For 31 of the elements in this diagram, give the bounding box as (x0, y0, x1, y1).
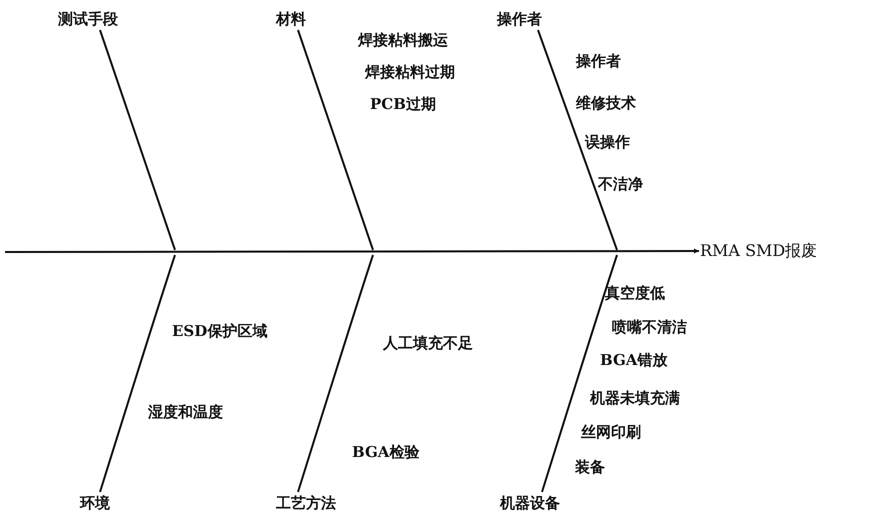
cause-label: 人工填充不足 (383, 334, 473, 352)
cause-label: BGA错放 (600, 351, 668, 369)
cause-label: 喷嘴不清洁 (612, 318, 687, 336)
bone-line (297, 254, 374, 492)
bone-line (99, 254, 176, 492)
category-label: 材料 (276, 10, 306, 28)
cause-label: 误操作 (585, 133, 630, 151)
bone-line (99, 30, 176, 250)
effect-label: RMA SMD报废 (700, 242, 818, 260)
cause-label: 机器未填充满 (590, 389, 680, 407)
spine-arrow (5, 248, 699, 254)
cause-label: 焊接粘料搬运 (358, 31, 448, 49)
bone-line (541, 254, 618, 492)
category-label: 操作者 (497, 10, 542, 28)
cause-label: 装备 (575, 458, 605, 476)
cause-label: 焊接粘料过期 (365, 63, 455, 81)
cause-label: 维修技术 (576, 94, 636, 112)
cause-label: 丝网印刷 (581, 423, 641, 441)
cause-label: 湿度和温度 (148, 403, 223, 421)
category-label: 工艺方法 (276, 494, 336, 512)
cause-label: BGA检验 (352, 443, 420, 461)
cause-label: 真空度低 (605, 284, 665, 302)
category-label: 测试手段 (58, 10, 118, 28)
cause-label: ESD保护区域 (172, 322, 268, 340)
category-label: 机器设备 (500, 494, 560, 512)
cause-label: PCB过期 (370, 95, 436, 113)
category-label: 环境 (80, 494, 110, 512)
cause-label: 操作者 (576, 52, 621, 70)
bone-line (537, 30, 618, 250)
bone-line (297, 30, 374, 250)
cause-label: 不洁净 (598, 175, 643, 193)
